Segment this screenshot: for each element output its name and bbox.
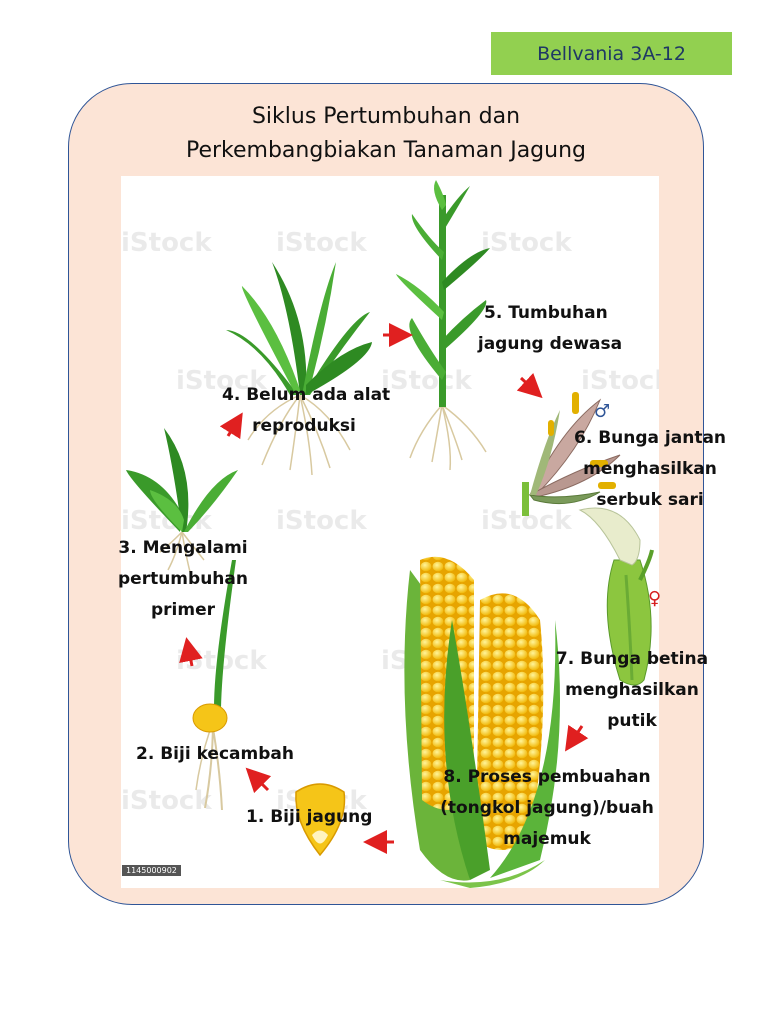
stage-5-label: 5. Tumbuhan jagung dewasa — [477, 303, 623, 354]
arrow-icon — [516, 372, 543, 399]
arrow-icon — [245, 767, 272, 794]
young-plant-icon — [226, 262, 372, 476]
watermark: iStock — [121, 228, 212, 258]
watermark: iStock — [276, 228, 367, 258]
stock-image-id: 1145000902 — [122, 865, 181, 876]
male-symbol: ♂ — [594, 401, 611, 422]
stage-8-label: 8. Proses pembuahan (tongkol jagung)/bua… — [440, 767, 654, 849]
watermark: iStock — [176, 366, 267, 396]
arrow-icon — [565, 724, 589, 752]
watermark: iStock — [121, 786, 212, 816]
watermark: iStock — [381, 366, 472, 396]
cycle-arrows — [179, 323, 589, 854]
stage-6-label: 6. Bunga jantan menghasilkan serbuk sari — [573, 428, 727, 510]
corn-cob-icon — [404, 556, 560, 888]
title-line-1: Siklus Pertumbuhan dan — [251, 104, 521, 129]
watermark: iStock — [481, 228, 572, 258]
author-tag: Bellvania 3A-12 — [491, 32, 732, 75]
watermark: iStock — [581, 366, 659, 396]
seed-icon — [295, 783, 346, 857]
diagram-title: Siklus Pertumbuhan dan Perkembangbiakan … — [68, 100, 704, 168]
stage-4-label: 4. Belum ada alat reproduksi — [222, 385, 391, 436]
male-flower-icon — [522, 392, 621, 516]
stage-1-label: 1. Biji jagung — [246, 807, 373, 827]
title-line-2: Perkembangbiakan Tanaman Jagung — [185, 138, 586, 163]
stage-3-label: 3. Mengalami pertumbuhan primer — [118, 538, 248, 620]
female-flower-icon — [578, 507, 654, 686]
arrow-icon — [219, 412, 243, 440]
watermark: iStock — [276, 506, 367, 536]
sprouting-seed-icon — [192, 560, 236, 811]
seedling-icon — [126, 428, 238, 573]
stage-2-label: 2. Biji kecambah — [136, 744, 294, 764]
mature-plant-icon — [396, 180, 490, 471]
stage-7-label: 7. Bunga betina menghasilkan putik — [555, 649, 709, 731]
female-symbol: ♀ — [648, 588, 662, 609]
arrow-icon — [179, 637, 203, 667]
